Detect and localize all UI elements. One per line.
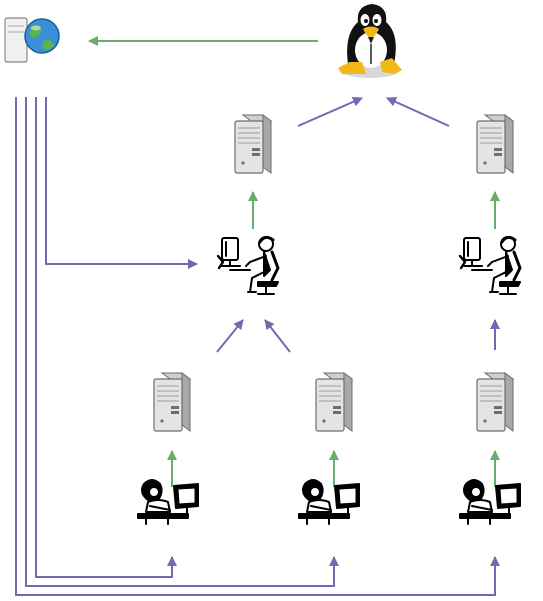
arrow-server-b-to-developer (264, 319, 291, 353)
feedback-line-to-worker-a (35, 97, 177, 578)
internet-globe-icon (4, 17, 60, 63)
woman-at-computer-icon (137, 479, 199, 525)
woman-at-computer-icon (459, 479, 521, 525)
arrow-server-a-to-developer (216, 319, 244, 353)
feedback-line-to-worker-b (25, 97, 339, 587)
server-tower-icon (153, 372, 191, 432)
server-tower-icon (476, 372, 514, 432)
developer-at-computer-icon (458, 235, 522, 296)
feedback-line-to-worker-c (15, 97, 500, 596)
server-tower-icon (234, 114, 272, 174)
arrow-server-left-to-linux (297, 97, 363, 127)
arrow-server-right-to-linux (386, 97, 450, 127)
server-tower-icon (315, 372, 353, 432)
linux-penguin-icon (338, 4, 402, 78)
woman-at-computer-icon (298, 479, 360, 525)
server-tower-icon (476, 114, 514, 174)
developer-at-computer-icon (216, 235, 280, 296)
feedback-line-to-developer (45, 97, 198, 269)
